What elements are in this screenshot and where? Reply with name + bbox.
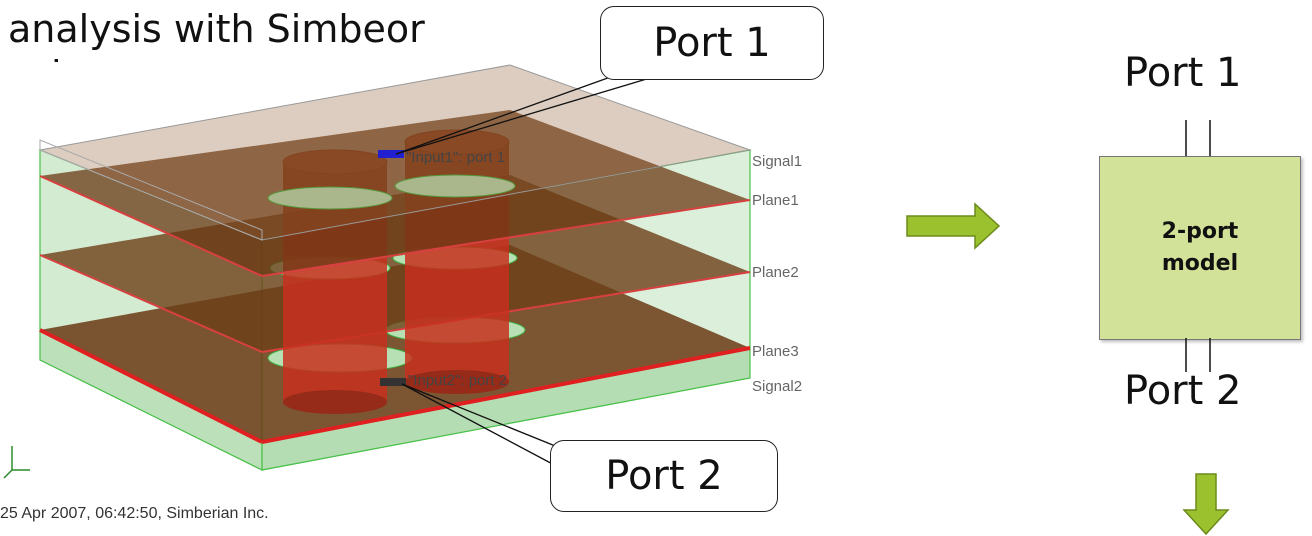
port1-leader xyxy=(395,69,631,155)
port2-callout: Port 2 xyxy=(550,440,778,512)
axis-triad-icon xyxy=(3,446,30,479)
model-port1-pins xyxy=(1185,120,1211,156)
layer-label-plane3: Plane3 xyxy=(752,343,799,360)
layer-label-signal2: Signal2 xyxy=(752,378,803,395)
two-port-model-box: 2-port model xyxy=(1099,156,1301,340)
model-port2-pins xyxy=(1185,338,1211,372)
port1-callout: Port 1 xyxy=(600,6,824,80)
port2-leader-2 xyxy=(401,383,561,469)
render-timestamp: 25 Apr 2007, 06:42:50, Simberian Inc. xyxy=(0,505,269,522)
down-arrow-icon xyxy=(1182,473,1230,536)
port2-leader xyxy=(401,383,581,457)
via-structure-3d-view xyxy=(3,64,752,479)
plane1-antipad-back xyxy=(394,174,516,198)
layer-label-plane2: Plane2 xyxy=(752,264,799,281)
right-arrow-icon xyxy=(906,202,1001,250)
port2-marker xyxy=(380,378,406,386)
port1-text: "Input1": port 1 xyxy=(406,149,506,166)
plane1 xyxy=(40,110,750,276)
layer-label-signal1: Signal1 xyxy=(752,153,803,170)
diagram-title: analysis with Simbeor solver xyxy=(8,7,425,97)
model-port1-label: Port 1 xyxy=(1124,50,1242,96)
plane1-antipad-front xyxy=(267,186,393,210)
port2-text: "Input2": port 2 xyxy=(408,372,508,389)
port1-marker xyxy=(378,150,404,158)
layer-label-plane1: Plane1 xyxy=(752,192,799,209)
port1-leader-2 xyxy=(395,77,651,155)
model-port2-label: Port 2 xyxy=(1124,368,1242,414)
